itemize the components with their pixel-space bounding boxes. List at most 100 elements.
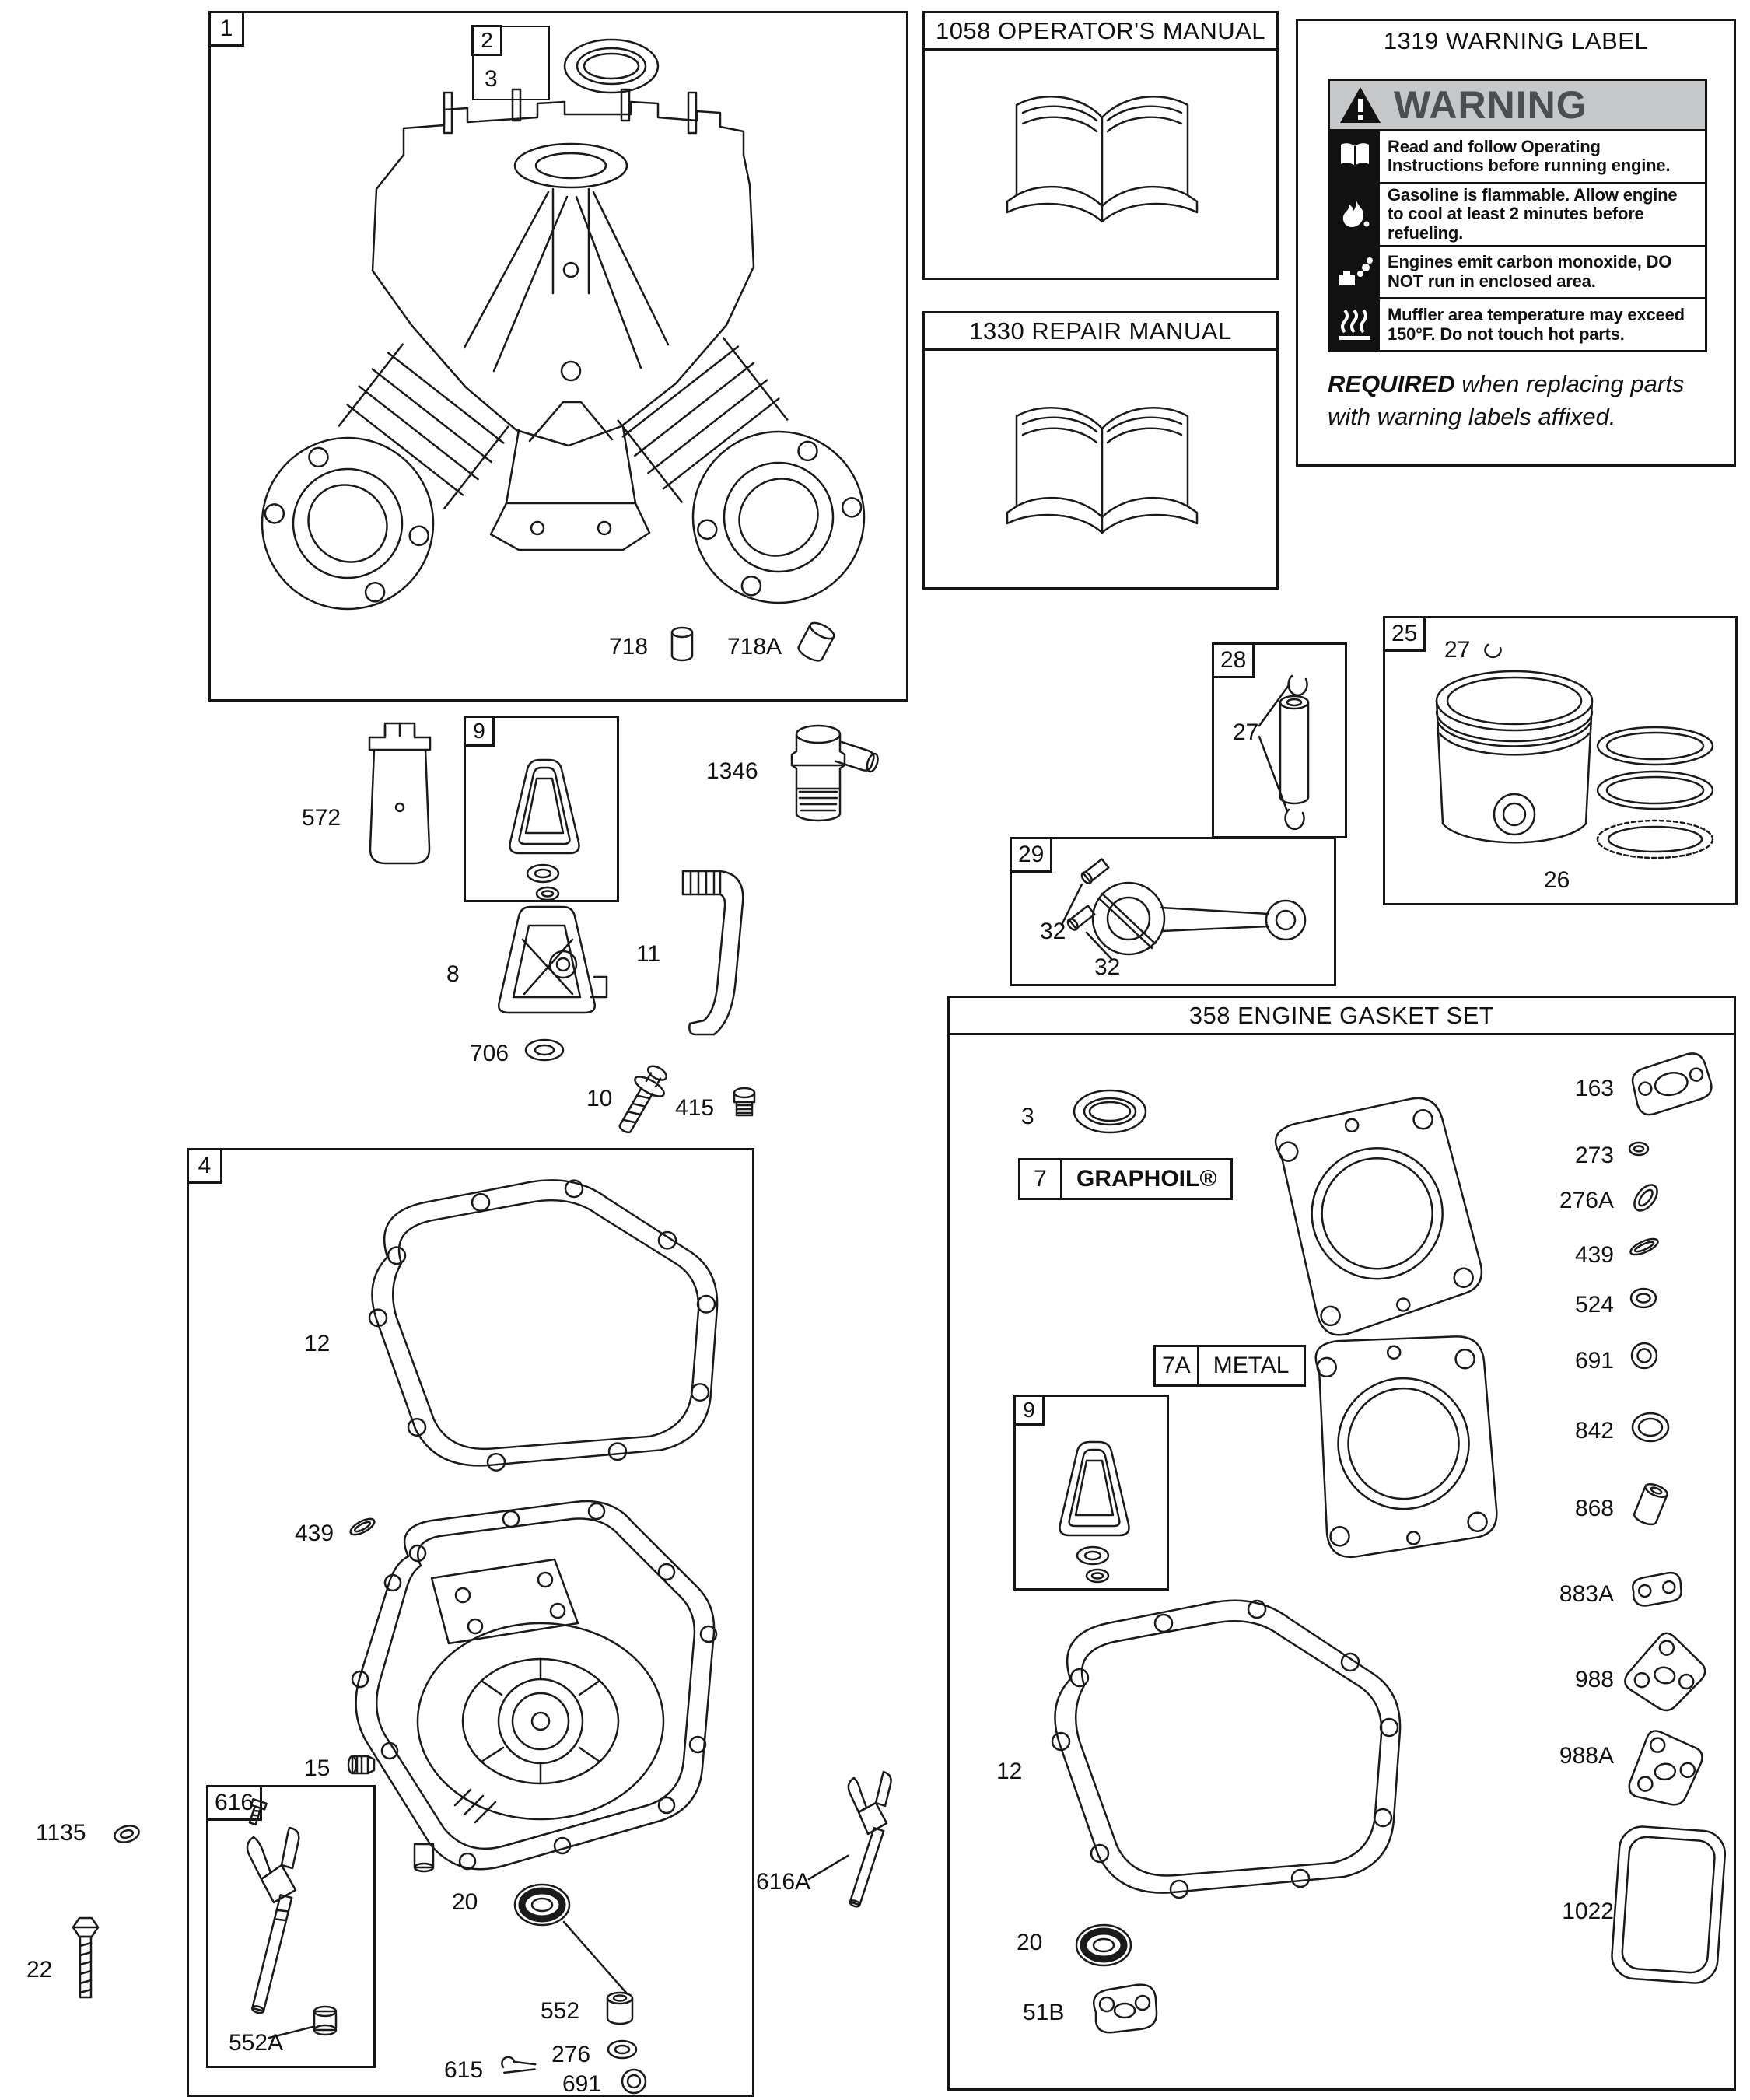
washer-1135-art bbox=[114, 1825, 140, 1843]
metal-name: METAL bbox=[1213, 1353, 1290, 1378]
part-label-163: 163 bbox=[1574, 1076, 1614, 1101]
box-crankcase-sump: 4 12 439 bbox=[187, 1148, 754, 2097]
oring-273-art bbox=[1628, 1141, 1650, 1157]
box-engine-gasket-set: 358 ENGINE GASKET SET 3 7 GRAPHOIL® bbox=[947, 996, 1736, 2091]
graphoil-name: GRAPHOIL® bbox=[1076, 1166, 1217, 1192]
warning-row: Muffler area temperature may exceed 150°… bbox=[1330, 299, 1705, 350]
part-label-616A: 616A bbox=[756, 1869, 811, 1895]
part-label-691: 691 bbox=[562, 2071, 602, 2097]
warning-header-text: WARNING bbox=[1394, 83, 1587, 127]
head-gasket-b-art bbox=[1314, 1335, 1498, 1559]
required-rest: when replacing parts bbox=[1454, 370, 1685, 397]
part-label-868: 868 bbox=[1574, 1496, 1614, 1521]
warning-row-text: Read and follow Operating Instructions b… bbox=[1388, 136, 1671, 176]
cap-868-art bbox=[1633, 1482, 1668, 1526]
connecting-rod-art bbox=[1060, 858, 1307, 961]
box-connecting-rod: 29 32 32 bbox=[1010, 837, 1336, 986]
part-label-32-b: 32 bbox=[1094, 954, 1121, 980]
exhaust-gasket-163-art bbox=[1631, 1052, 1713, 1116]
oil-seal-20-art bbox=[513, 1883, 628, 1994]
warning-label-header: WARNING bbox=[1330, 81, 1705, 131]
graphoil-number: 7 bbox=[1020, 1160, 1062, 1198]
crankshaft-seal-art bbox=[563, 38, 660, 94]
head-gasket-a-art bbox=[1274, 1097, 1483, 1336]
gasket-988A-art bbox=[1628, 1730, 1703, 1806]
dowel-pin-718-art bbox=[670, 626, 694, 662]
box-cylinder-assembly: 1 2 3 bbox=[208, 11, 908, 702]
box-repair-manual: 1330 REPAIR MANUAL bbox=[922, 311, 1279, 590]
part-label-572: 572 bbox=[302, 805, 341, 831]
crankcase-gasket-art bbox=[368, 1179, 719, 1472]
part-label-552A: 552A bbox=[229, 2030, 284, 2056]
part-label-718A: 718A bbox=[727, 634, 782, 660]
part-label-552: 552 bbox=[541, 1998, 580, 2024]
gasket-set-title: 358 ENGINE GASKET SET bbox=[950, 998, 1734, 1035]
part-label-11: 11 bbox=[636, 941, 661, 967]
bolt-22-art bbox=[72, 1916, 100, 1999]
part-label-20: 20 bbox=[452, 1889, 478, 1915]
box-warning-label: 1319 WARNING LABEL WARNING Read and foll bbox=[1296, 19, 1736, 467]
part-label-22: 22 bbox=[26, 1957, 53, 1983]
repair-manual-book-icon bbox=[1006, 406, 1199, 534]
warning-row-text: Gasoline is flammable. Allow engine to c… bbox=[1388, 184, 1678, 243]
seal-3-art bbox=[1073, 1089, 1147, 1134]
metal-number: 7A bbox=[1156, 1347, 1199, 1384]
warning-triangle-icon bbox=[1340, 87, 1381, 123]
operators-manual-book-icon bbox=[1006, 95, 1199, 223]
box28-number: 28 bbox=[1212, 642, 1255, 678]
warning-panel-title: 1319 WARNING LABEL bbox=[1383, 27, 1649, 54]
piston-art bbox=[1435, 670, 1594, 844]
required-emphasis: REQUIRED bbox=[1328, 370, 1455, 397]
metal-tag: 7A METAL bbox=[1153, 1345, 1306, 1387]
oring-439-art bbox=[349, 1517, 376, 1536]
box-valve-gasket-top: 9 bbox=[464, 716, 619, 902]
seal-ring-1022-art bbox=[1611, 1825, 1727, 1984]
governor-crank-art bbox=[246, 1797, 338, 2039]
part-label-27-clip: 27 bbox=[1444, 637, 1471, 663]
part-label-1135: 1135 bbox=[36, 1820, 86, 1846]
oil-seal-20-set-art bbox=[1075, 1923, 1132, 1967]
part-label-273: 273 bbox=[1574, 1143, 1614, 1168]
part-label-524: 524 bbox=[1574, 1292, 1614, 1318]
part-label-988A: 988A bbox=[1559, 1743, 1614, 1769]
oil-drain-valve-1346-art bbox=[790, 724, 879, 822]
part-label-3-seal: 3 bbox=[1021, 1104, 1034, 1129]
part-label-883A: 883A bbox=[1559, 1581, 1614, 1607]
gasket-883A-art bbox=[1632, 1571, 1682, 1607]
part-label-718: 718 bbox=[609, 634, 649, 660]
part-label-842: 842 bbox=[1574, 1418, 1614, 1444]
dowel-pin-718A-art bbox=[797, 621, 835, 662]
box25-number: 25 bbox=[1383, 616, 1426, 652]
box29-number: 29 bbox=[1010, 837, 1053, 873]
engine-block-art bbox=[261, 88, 866, 611]
part-label-20-set: 20 bbox=[1017, 1930, 1043, 1955]
cotter-pin-615-art bbox=[501, 2056, 537, 2074]
gasket-51B-art bbox=[1093, 1983, 1158, 2034]
box4-number: 4 bbox=[187, 1148, 222, 1184]
box-valve-gasket-set: 9 bbox=[1013, 1395, 1169, 1591]
washer-276-art bbox=[607, 2039, 638, 2060]
part-label-51B: 51B bbox=[1023, 2000, 1065, 2025]
warning-row-text: Engines emit carbon monoxide, DO NOT run… bbox=[1388, 252, 1672, 291]
box-piston-rings: 25 27 26 bbox=[1383, 616, 1738, 905]
part-label-26-rings: 26 bbox=[1544, 867, 1570, 893]
flame-icon bbox=[1330, 184, 1380, 245]
part-label-12: 12 bbox=[304, 1331, 331, 1356]
part-label-3: 3 bbox=[485, 66, 498, 92]
washer-691-set-art bbox=[1630, 1342, 1658, 1370]
part-label-706: 706 bbox=[470, 1041, 509, 1066]
graphoil-tag: 7 GRAPHOIL® bbox=[1018, 1158, 1234, 1200]
warning-label-graphic: WARNING Read and follow Operating Instru… bbox=[1328, 79, 1707, 352]
warning-row: Gasoline is flammable. Allow engine to c… bbox=[1330, 184, 1705, 247]
oring-439-set-art bbox=[1629, 1237, 1659, 1256]
warning-required-note: REQUIRED when replacing parts with warni… bbox=[1328, 368, 1717, 433]
part-label-12-set: 12 bbox=[996, 1759, 1023, 1784]
part-label-276A: 276A bbox=[1559, 1188, 1614, 1213]
part-label-1022: 1022 bbox=[1562, 1899, 1614, 1924]
box-seal-inset: 2 3 bbox=[471, 25, 550, 100]
part-label-439: 439 bbox=[295, 1521, 334, 1546]
hot-surface-icon bbox=[1330, 299, 1380, 350]
bushing-552-art bbox=[606, 1991, 634, 2025]
valve-cover-gasket-set-art bbox=[1059, 1440, 1130, 1584]
